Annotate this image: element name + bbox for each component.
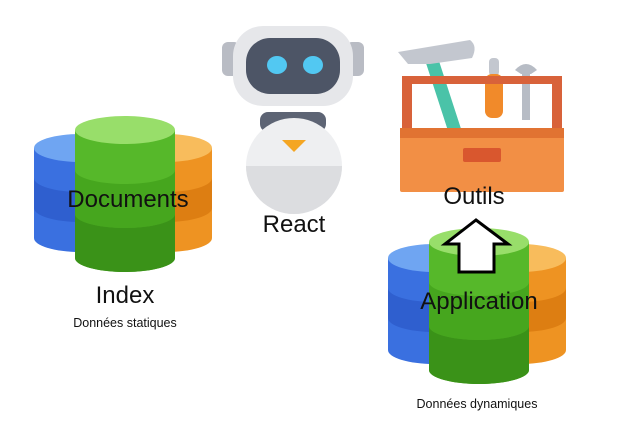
react-label: React <box>262 211 326 238</box>
up-arrow-icon <box>440 218 513 274</box>
green-cylinder <box>429 228 529 384</box>
outils-label: Outils <box>443 183 505 210</box>
screwdriver-icon <box>485 58 503 118</box>
wrench-icon <box>515 64 537 120</box>
index-label: Index <box>95 282 155 309</box>
toolbox-icon <box>398 40 564 192</box>
dynamic-data-caption: Données dynamiques <box>416 397 538 411</box>
robot-icon <box>222 26 364 214</box>
documents-label: Documents <box>67 186 189 213</box>
application-label: Application <box>420 288 538 315</box>
right-database-icon <box>388 228 566 384</box>
left-database-icon <box>34 116 212 272</box>
static-data-caption: Données statiques <box>73 316 177 330</box>
green-cylinder <box>75 116 175 272</box>
